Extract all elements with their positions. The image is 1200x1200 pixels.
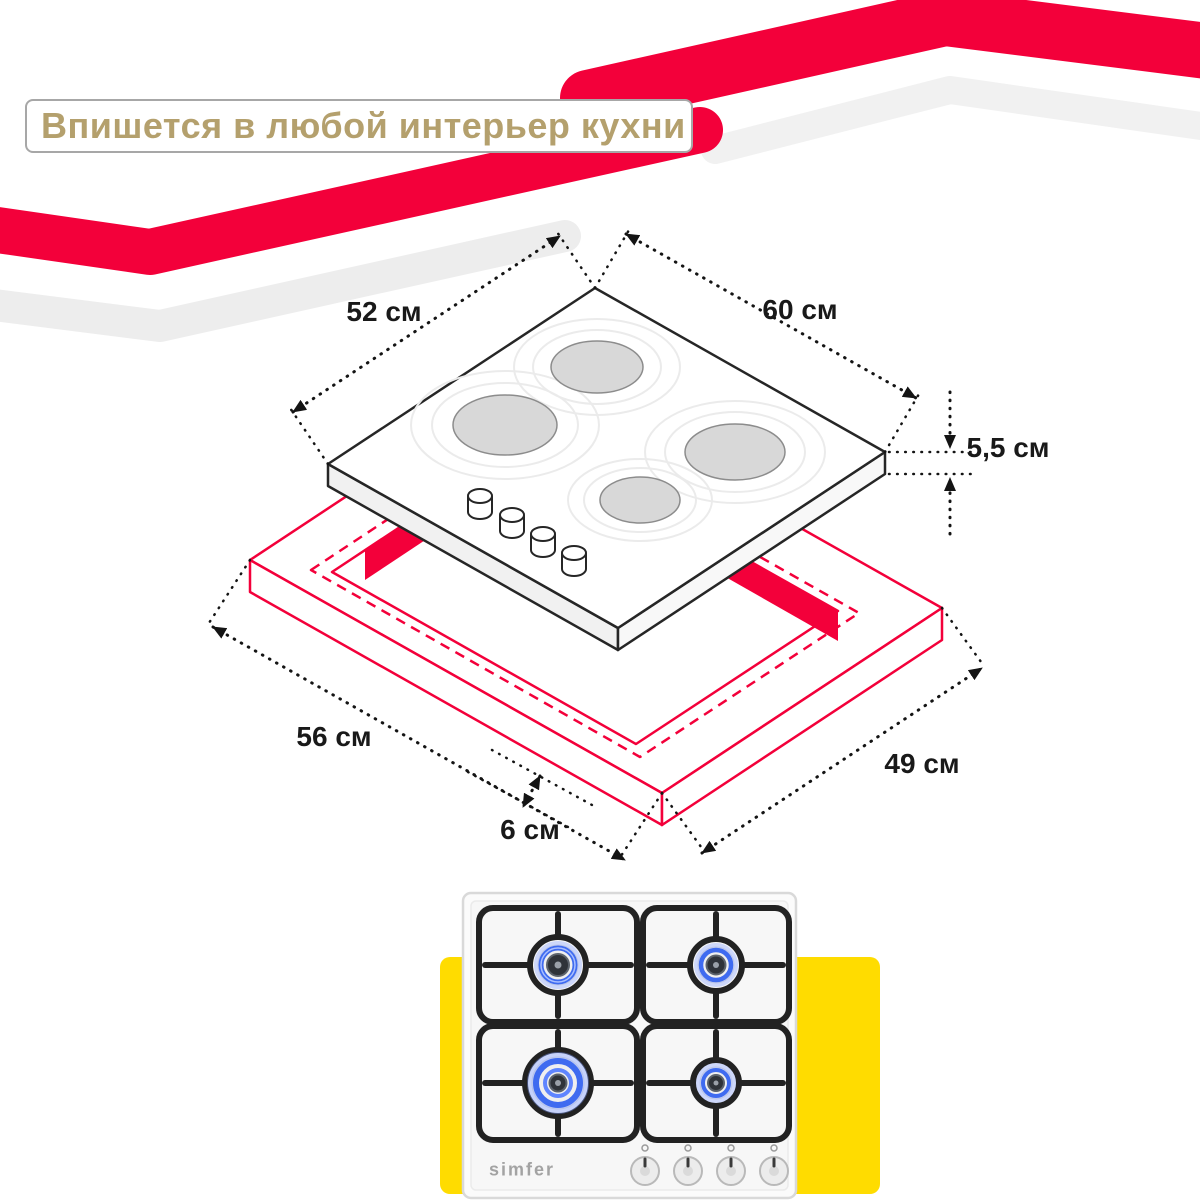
- burner-right-bottom: [696, 1063, 736, 1103]
- burner-right: [684, 423, 786, 481]
- dim-label-edge-gap: 6 см: [500, 814, 560, 845]
- dim-hob-width-60: [593, 228, 921, 454]
- pan-grates: [476, 905, 792, 1143]
- burner-bottom: [599, 476, 681, 524]
- dimension-lines: [207, 228, 986, 862]
- title-banner: Впишется в любой интерьер кухни: [25, 99, 693, 153]
- dim-label-cutout-width: 56 см: [296, 721, 372, 752]
- page-title: Впишется в любой интерьер кухни: [41, 105, 686, 146]
- burner-icons: [641, 1144, 778, 1152]
- control-knob-photo: [630, 1156, 789, 1186]
- dim-label-hob-depth: 52 см: [346, 296, 422, 327]
- burner-left: [452, 394, 558, 456]
- control-panel: [630, 1144, 789, 1186]
- control-knobs-isometric: [467, 488, 587, 577]
- red-ribbon-top-right: [560, 0, 1200, 126]
- dim-hob-height-55: [887, 390, 980, 536]
- red-ribbon-left: [0, 107, 723, 275]
- burner-left-bottom: [527, 1052, 589, 1114]
- knob-2: [499, 507, 525, 539]
- dim-hob-depth-52: [288, 230, 597, 466]
- dim-cutout-depth-49: [660, 606, 986, 855]
- dim-cutout-width-56: [207, 558, 664, 862]
- burner-left-top: [534, 941, 582, 989]
- dim-label-hob-width: 60 см: [762, 294, 838, 325]
- hob-photo-glass: [470, 900, 789, 1191]
- gray-ribbon-top-right: [701, 76, 1200, 164]
- hob-photo: [461, 891, 798, 1200]
- burner-top: [550, 340, 644, 394]
- knob-1: [467, 488, 493, 520]
- brand-logo: simfer: [488, 1159, 556, 1180]
- dim-label-hob-height: 5,5 см: [966, 432, 1050, 463]
- knob-4: [561, 545, 587, 577]
- burner-right-top: [694, 943, 738, 987]
- dim-label-cutout-depth: 49 см: [884, 748, 960, 779]
- burner-rings: [410, 318, 826, 542]
- dim-edge-gap-6: [466, 748, 594, 829]
- knob-3: [530, 526, 556, 558]
